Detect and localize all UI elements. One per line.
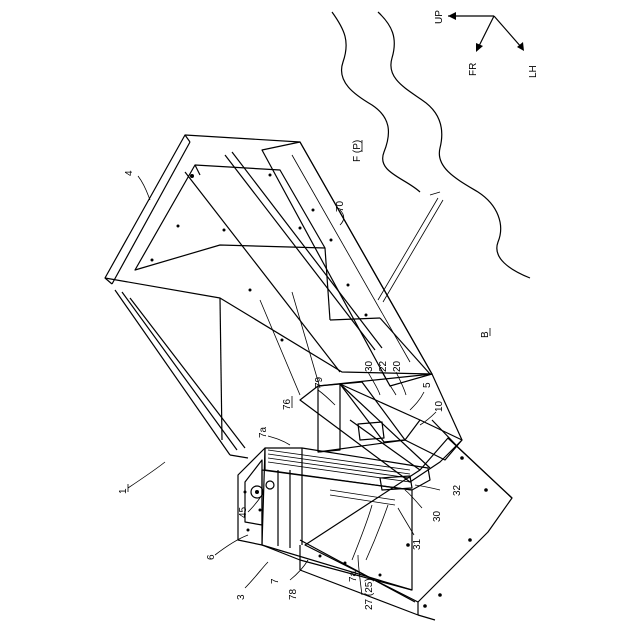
label-1: 1 [118,488,129,494]
dir-lh-label: LH [528,65,539,78]
label-30-top: 30 [364,360,375,372]
label-fp: F (P) [352,140,363,162]
label-5: 5 [422,382,433,388]
label-79: 79 [314,376,325,388]
floor-edge [378,192,443,302]
label-32: 32 [452,484,463,496]
dir-up-label: UP [434,10,445,24]
label-31: 31 [412,538,423,550]
label-b: B [480,331,491,338]
label-20: 20 [392,360,403,372]
label-45: 45 [238,506,249,518]
label-78: 78 [288,588,299,600]
partition [318,382,420,452]
dir-fr-label: FR [468,63,479,76]
label-76: 76 [282,398,293,410]
label-27-25: 27 (25) [364,578,375,610]
unit-3 [238,448,430,590]
label-70: 70 [335,200,346,212]
label-6: 6 [206,554,217,560]
label-10: 10 [434,400,445,412]
label-7a-bottom: 7a [348,570,359,582]
label-4: 4 [124,170,135,176]
label-7: 7 [270,578,281,584]
fr-arrow-icon [478,16,494,48]
label-3: 3 [236,594,247,600]
label-30-bottom: 30 [432,510,443,522]
label-7a-top: 7a [258,426,269,438]
lower-drawer-5 [300,374,512,620]
lh-arrow-icon [494,16,522,48]
label-22: 22 [378,360,389,372]
direction-indicator: UP FR LH [434,10,539,78]
